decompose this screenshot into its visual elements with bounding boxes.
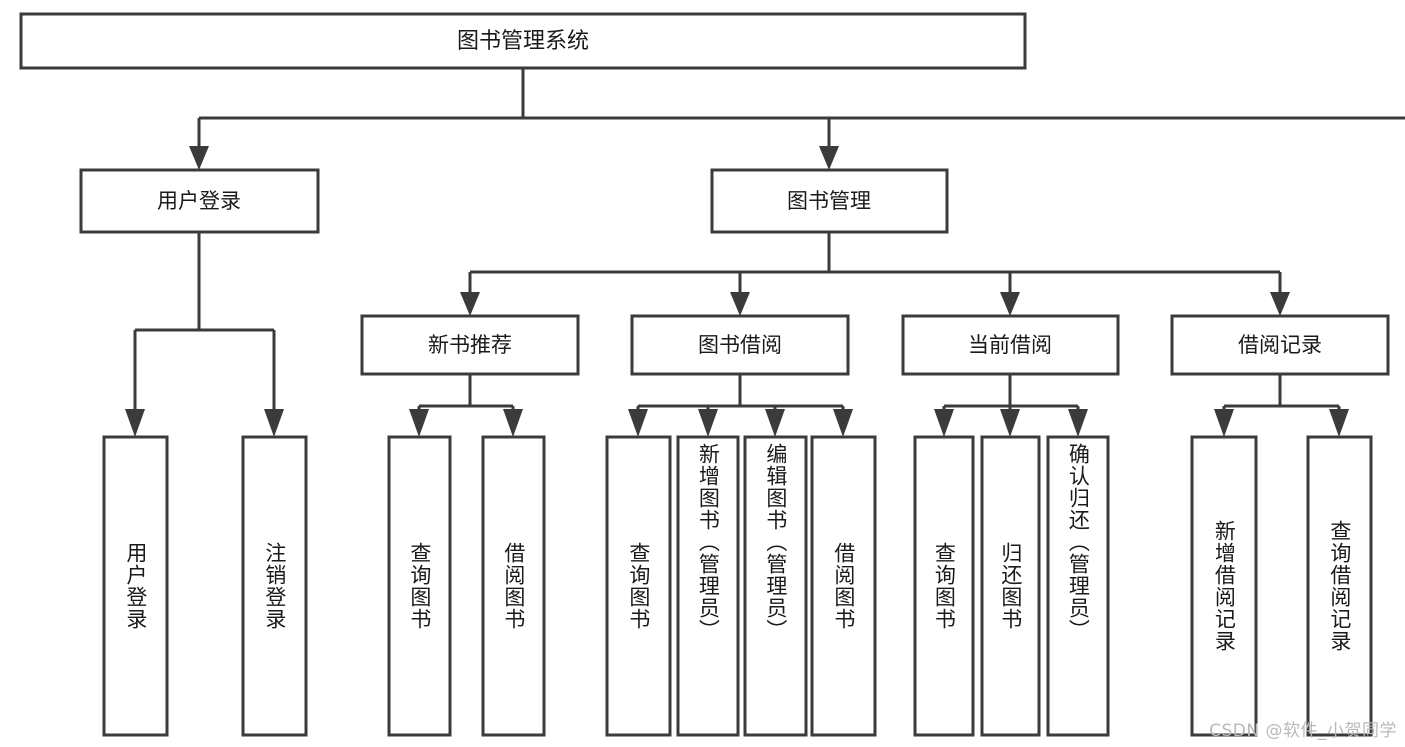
node-label-borrow-record: 借阅记录 <box>1238 333 1322 357</box>
connector-layer <box>133 68 1405 413</box>
node-box-book-borrow[interactable] <box>630 314 850 376</box>
node-label-user-login: 用户登录 <box>157 189 241 213</box>
node-box-leaf-borrow-add[interactable] <box>676 435 740 737</box>
arrow-to-current <box>1000 292 1020 316</box>
arrow-to-newbook <box>460 292 480 316</box>
connector-borrow-bus <box>636 404 845 413</box>
arrow-to-leaf-borrow-2 <box>698 409 718 437</box>
node-box-leaf-borrow-lend[interactable] <box>810 435 877 737</box>
node-box-leaf-user-login-login[interactable] <box>102 435 169 737</box>
arrow-to-user-login <box>189 146 209 170</box>
arrow-to-leaf-current-3 <box>1068 409 1088 437</box>
arrow-to-leaf-borrow-4 <box>833 409 853 437</box>
arrow-to-leaf-borrow-1 <box>628 409 648 437</box>
node-box-leaf-current-query[interactable] <box>913 435 975 737</box>
arrow-to-leaf-borrow-3 <box>765 409 785 437</box>
arrow-to-borrow <box>730 292 750 316</box>
node-box-borrow-record[interactable] <box>1170 314 1390 376</box>
node-box-root[interactable] <box>19 12 1027 70</box>
node-box-leaf-newbook-borrow[interactable] <box>481 435 546 737</box>
connector-level2-bus <box>468 270 1282 294</box>
arrow-to-leaf-record-1 <box>1214 409 1234 437</box>
node-box-leaf-newbook-query[interactable] <box>387 435 452 737</box>
node-layer: 图书管理系统 用户登录 图书管理 新书推荐 图书借阅 当前借阅 借阅记录 <box>19 12 1390 737</box>
node-box-leaf-current-confirm[interactable] <box>1046 435 1110 737</box>
arrowhead-layer <box>125 146 1349 437</box>
node-label-book-borrow: 图书借阅 <box>698 333 782 357</box>
connector-record-bus <box>1222 404 1341 413</box>
node-label-current-borrow: 当前借阅 <box>968 333 1052 357</box>
node-box-leaf-user-login-logout[interactable] <box>241 435 308 737</box>
connector-newbook-bus <box>417 404 515 413</box>
arrow-to-leaf-user-login-2 <box>264 409 284 437</box>
arrow-to-leaf-record-2 <box>1329 409 1349 437</box>
node-box-leaf-borrow-edit[interactable] <box>743 435 808 737</box>
arrow-to-leaf-current-1 <box>934 409 954 437</box>
arrow-to-leaf-user-login-1 <box>125 409 145 437</box>
node-box-user-login[interactable] <box>79 168 320 234</box>
node-label-new-book-recommend: 新书推荐 <box>428 333 512 357</box>
arrow-to-leaf-newbook-1 <box>409 409 429 437</box>
arrow-to-leaf-newbook-2 <box>503 409 523 437</box>
connector-user-login-bus <box>133 328 276 412</box>
connector-level1-bus <box>197 116 1405 152</box>
node-box-leaf-current-return[interactable] <box>980 435 1041 737</box>
node-box-current-borrow[interactable] <box>901 314 1120 376</box>
node-box-leaf-record-query[interactable] <box>1306 435 1373 737</box>
node-box-leaf-record-add[interactable] <box>1190 435 1258 737</box>
node-label-book-management: 图书管理 <box>787 189 871 213</box>
arrow-to-book-mgmt <box>819 146 839 170</box>
node-box-leaf-borrow-query[interactable] <box>605 435 672 737</box>
node-box-book-management[interactable] <box>710 168 949 234</box>
csdn-watermark: CSDN @软件_小贺同学 <box>1209 721 1397 741</box>
arrow-to-record <box>1270 292 1290 316</box>
node-box-new-book-recommend[interactable] <box>360 314 580 376</box>
arrow-to-leaf-current-2 <box>1000 409 1020 437</box>
node-label-root: 图书管理系统 <box>457 29 589 54</box>
